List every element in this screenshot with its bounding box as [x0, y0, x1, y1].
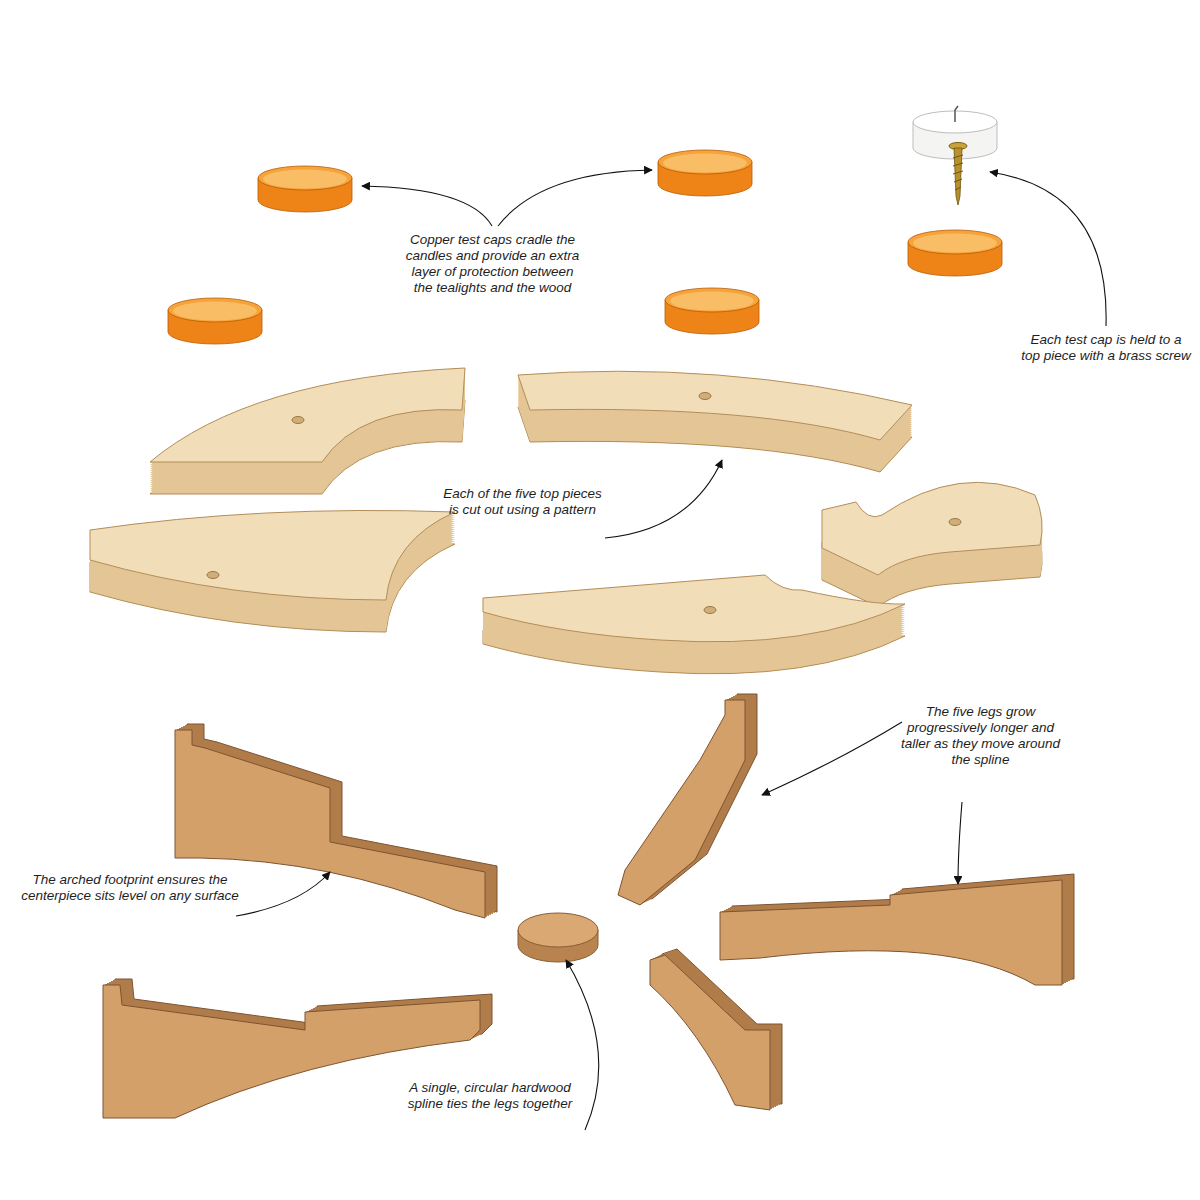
art-part	[605, 460, 722, 538]
piece-face	[90, 510, 455, 600]
spline-disc	[518, 913, 598, 962]
callout-note: Each test cap is held to a top piece wit…	[1020, 332, 1192, 364]
piece-face	[822, 482, 1042, 575]
piece-face	[150, 368, 465, 462]
top-piece	[150, 368, 465, 494]
art-part	[958, 802, 962, 884]
copper-cap	[908, 230, 1002, 276]
top-pieces	[90, 368, 1042, 674]
legs	[103, 694, 1074, 1118]
callout-note: Copper test caps cradle the candles and …	[405, 232, 580, 296]
art-part	[955, 106, 958, 122]
piece-face	[483, 575, 905, 642]
cap-rim	[168, 298, 262, 322]
top-piece	[518, 371, 912, 472]
piece-face	[518, 371, 912, 440]
cap-rim	[665, 288, 759, 312]
cap-rim	[258, 166, 352, 190]
cap-inside	[263, 170, 347, 189]
copper-cap	[665, 288, 759, 334]
copper-cap	[258, 166, 352, 212]
callout-note: A single, circular hardwood spline ties …	[405, 1080, 575, 1112]
cap-inside	[663, 154, 747, 173]
copper-cap	[168, 298, 262, 344]
callout-note: The arched footprint ensures the centerp…	[12, 872, 248, 904]
art-part	[362, 186, 492, 226]
top-piece	[90, 510, 455, 632]
art-part	[518, 913, 598, 947]
callout-note: The five legs grow progressively longer …	[893, 704, 1068, 768]
screw-hole	[704, 607, 716, 614]
copper-cap	[658, 150, 752, 196]
leg-face	[720, 880, 1062, 985]
art-part	[762, 722, 902, 795]
cap-inside	[913, 234, 997, 253]
leg-face	[618, 700, 745, 905]
leader-lines	[236, 170, 1106, 1130]
cap-inside	[670, 292, 754, 311]
leg-face	[650, 955, 770, 1110]
art-part	[953, 155, 963, 190]
art-part	[990, 172, 1106, 326]
cap-rim	[658, 150, 752, 174]
screw-hole	[292, 417, 304, 424]
screw-hole	[699, 393, 711, 400]
cap-inside	[173, 302, 257, 321]
screw-hole	[207, 572, 219, 579]
leg	[650, 949, 782, 1110]
art-part	[954, 148, 962, 205]
leg	[720, 874, 1074, 985]
screw-hole	[949, 519, 961, 526]
top-piece	[822, 482, 1042, 607]
copper-caps	[168, 150, 1002, 344]
leg	[618, 694, 757, 905]
art-part	[498, 170, 652, 226]
callout-note: Each of the five top pieces is cut out u…	[440, 486, 605, 518]
brass-screw	[949, 143, 967, 206]
top-piece	[483, 575, 905, 674]
cap-rim	[908, 230, 1002, 254]
art-part	[236, 872, 330, 916]
